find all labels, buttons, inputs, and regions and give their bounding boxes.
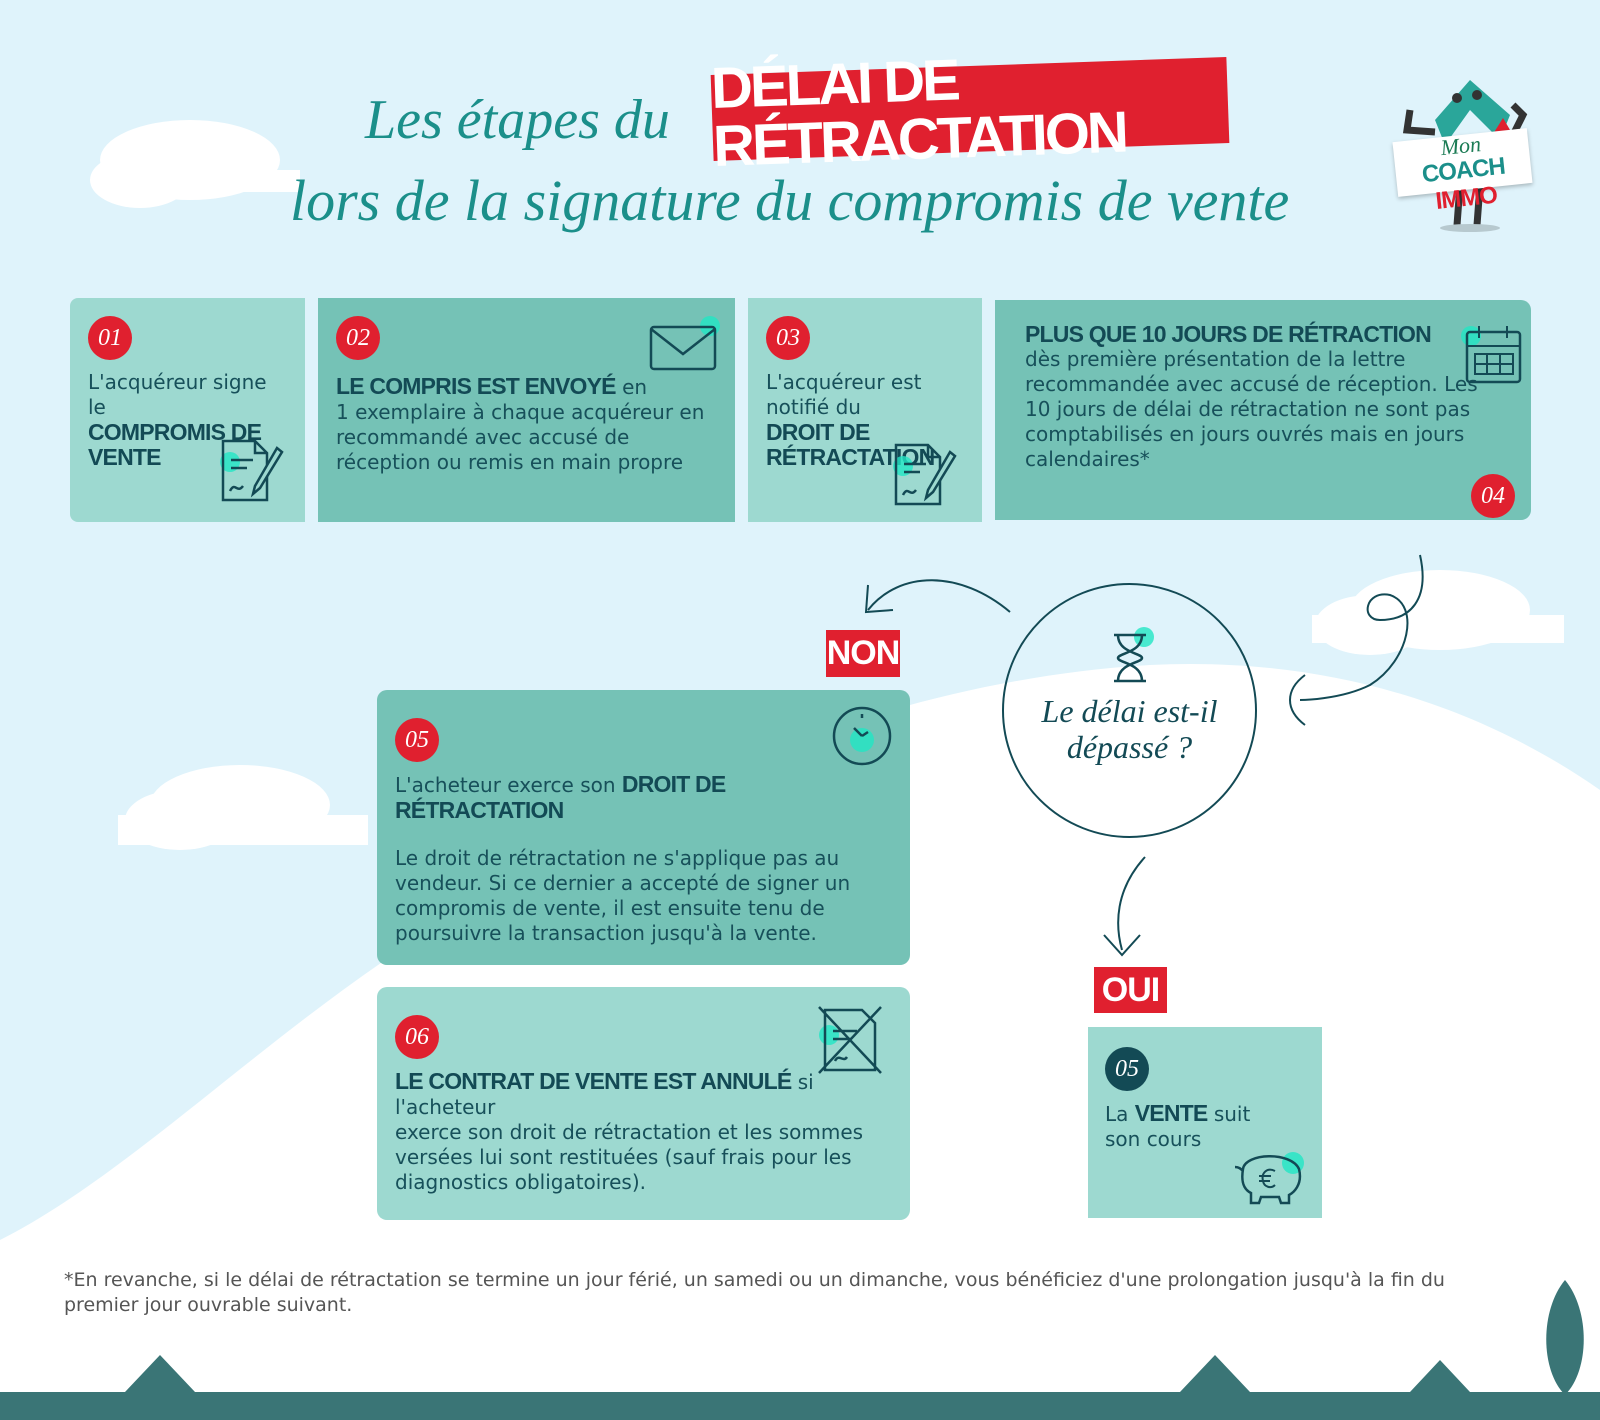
step-03-card: 03 L'acquéreur est notifié du DROIT DE R… <box>748 298 982 522</box>
step-number: 02 <box>336 316 380 360</box>
question-circle: Le délai est-il dépassé ? <box>1002 583 1257 838</box>
hourglass-icon <box>1114 627 1154 683</box>
step-01-card: 01 L'acquéreur signe le COMPROMIS DE VEN… <box>70 298 305 522</box>
title-line1: Les étapes du <box>365 89 670 151</box>
no-label: NON <box>826 630 900 677</box>
document-sign-icon <box>893 443 957 506</box>
step-06-card: 06 LE CONTRAT DE VENTE EST ANNULÉ si l'a… <box>377 987 910 1220</box>
title-highlight: DÉLAI DE RÉTRACTATION <box>710 47 1230 179</box>
footnote: *En revanche, si le délai de rétractatio… <box>64 1269 1445 1316</box>
document-sign-icon <box>220 439 284 502</box>
cancelled-document-icon <box>818 1006 882 1074</box>
step-number: 04 <box>1471 474 1515 518</box>
yes-label: OUI <box>1094 967 1167 1013</box>
envelope-icon <box>649 316 720 371</box>
step-02-card: 02 LE COMPRIS EST ENVOYÉ en 1 exemplaire… <box>318 298 735 522</box>
step-05-retractation-card: 05 L'acheteur exerce son DROIT DE RÉTRAC… <box>377 690 910 965</box>
step-number: 05 <box>1105 1047 1149 1091</box>
step-number: 05 <box>395 718 439 762</box>
step-number: 03 <box>766 316 810 360</box>
step-05-sale-card: 05 La VENTE suit son cours <box>1088 1027 1322 1218</box>
mon-coach-immo-logo: Mon COACH IMMO <box>1392 60 1545 235</box>
clock-icon <box>832 706 892 766</box>
piggy-bank-icon <box>1234 1152 1304 1205</box>
step-number: 06 <box>395 1015 439 1059</box>
calendar-icon <box>1461 326 1522 384</box>
step-04-card: PLUS QUE 10 JOURS DE RÉTRACTION dès prem… <box>995 300 1531 520</box>
step-number: 01 <box>88 316 132 360</box>
title-line2: lors de la signature du compromis de ven… <box>290 168 1290 233</box>
